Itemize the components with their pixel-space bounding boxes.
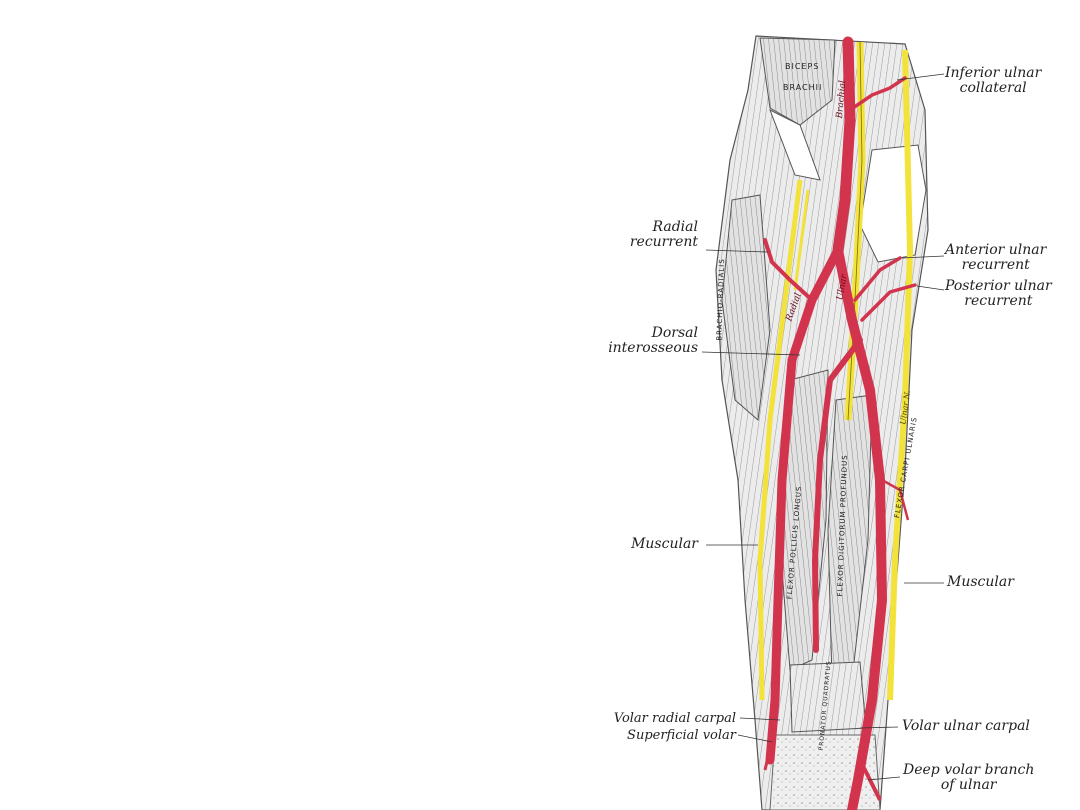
label-inferior-ulnar-collateral: Inferior ulnar collateral	[945, 65, 1042, 96]
superficial-radial-nerve-2	[793, 189, 810, 291]
muscular-branch-right	[881, 478, 910, 521]
label-anterior-ulnar-recurrent: Anterior ulnar recurrent	[945, 242, 1047, 273]
ulnar-artery	[833, 245, 888, 810]
superficial-volar-artery	[763, 739, 774, 771]
anterior-ulnar-recurrent-artery	[853, 256, 902, 302]
interosseous-artery	[811, 337, 863, 653]
biceps-muscle	[759, 37, 836, 126]
muscle-label-brachioradialis: BRACHIO-RADIALIS	[715, 258, 727, 341]
label-muscular-right: Muscular	[947, 574, 1014, 590]
label-muscular-left: Muscular	[631, 536, 698, 552]
posterior-ulnar-recurrent-artery	[860, 283, 917, 322]
leader-lines	[701, 73, 945, 781]
label-volar-radial-carpal: Volar radial carpal	[613, 711, 736, 726]
label-dorsal-interosseous: Dorsal interosseous	[608, 325, 698, 356]
muscle-label-biceps: BICEPS	[785, 62, 820, 71]
label-radial-recurrent: Radial recurrent	[629, 219, 698, 250]
inferior-ulnar-collateral-artery	[848, 76, 907, 112]
biceps-aponeurosis	[769, 108, 821, 181]
radial-recurrent-artery	[763, 238, 814, 302]
muscle-label-brachii: BRACHII	[783, 83, 823, 92]
superficial-radial-nerve	[757, 179, 803, 701]
brachial-artery	[832, 36, 856, 256]
label-volar-ulnar-carpal: Volar ulnar carpal	[902, 718, 1030, 734]
ulnar-nerve	[887, 49, 914, 701]
label-superficial-volar: Superficial volar	[627, 728, 736, 743]
common-origin-patch	[859, 144, 927, 263]
label-deep-volar-branch: Deep volar branch of ulnar	[903, 762, 1035, 793]
label-posterior-ulnar-recurrent: Posterior ulnar recurrent	[945, 278, 1052, 309]
